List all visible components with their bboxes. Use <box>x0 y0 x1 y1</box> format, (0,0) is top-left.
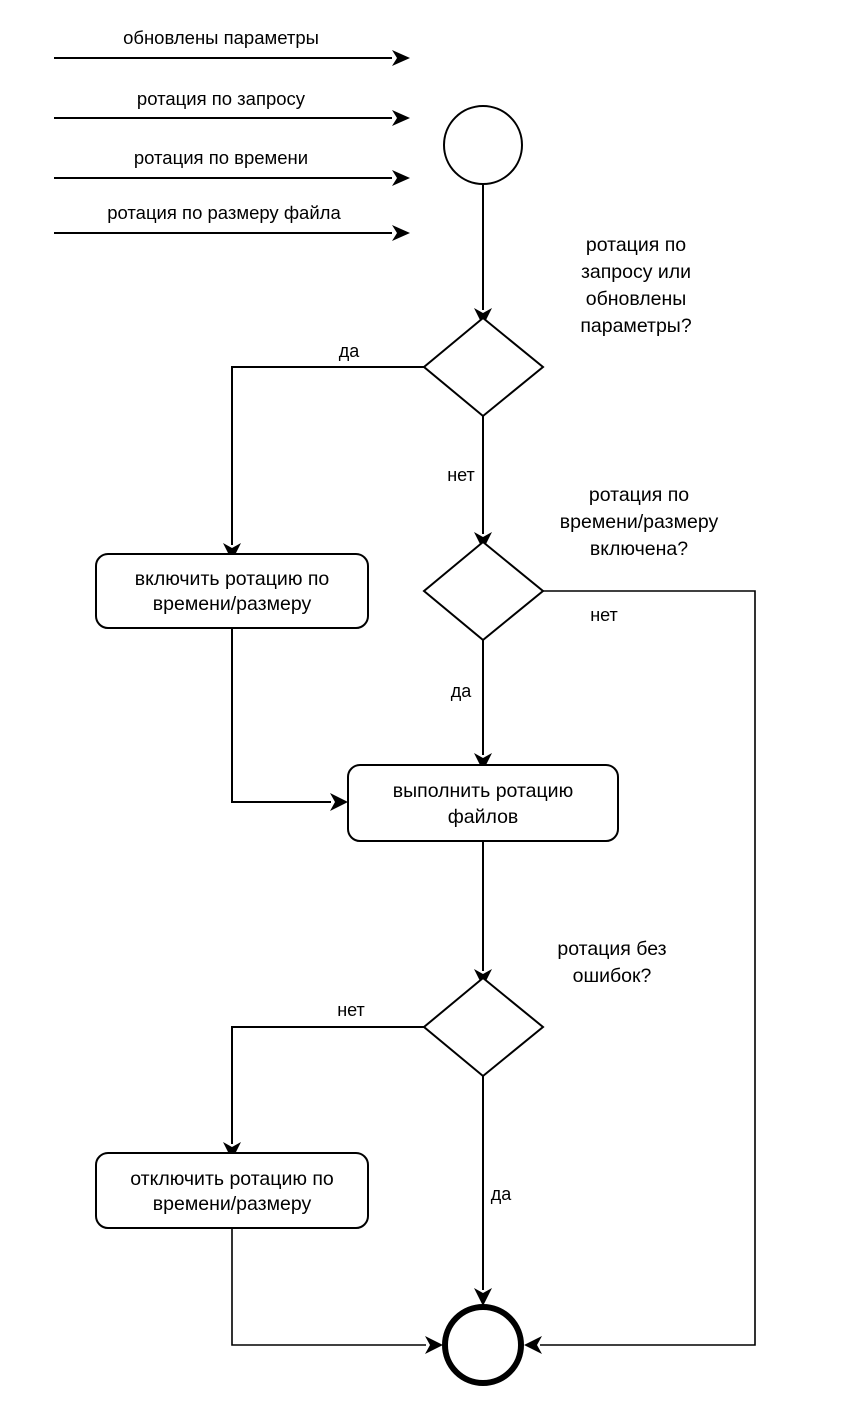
decision-2-question-line-1: ротация по <box>589 484 689 506</box>
edge-decision3-yes-arrowhead <box>474 1288 492 1306</box>
decision-2-question-line-3: включена? <box>590 538 688 560</box>
action-enable-rotation-label-line-2: времени/размеру <box>153 593 312 615</box>
decision-2-yes-label: да <box>451 681 473 701</box>
decision-1-yes-label: да <box>339 341 361 361</box>
decision-2-question-line-2: времени/размеру <box>560 511 719 533</box>
edge-enable-to-rotate-arrowhead <box>330 793 348 811</box>
decision-1-question: ротация по запросу или обновлены парамет… <box>580 234 691 337</box>
decision-1-question-line-4: параметры? <box>580 315 691 337</box>
decision-3-no-label: нет <box>337 1000 365 1020</box>
input-event-1: обновлены параметры <box>54 27 410 66</box>
edge-decision2-no-arrowhead <box>524 1336 542 1354</box>
input-event-3: ротация по времени <box>54 147 410 186</box>
edge-decision1-yes-arrowhead <box>223 543 241 561</box>
decision-1-question-line-3: обновлены <box>586 288 687 310</box>
input-event-3-arrowhead <box>392 170 410 186</box>
input-event-2: ротация по запросу <box>54 88 410 126</box>
input-event-4: ротация по размеру файла <box>54 202 410 241</box>
input-event-1-label: обновлены параметры <box>123 27 319 48</box>
action-rotate-files-label-line-1: выполнить ротацию <box>393 780 573 802</box>
edge-decision2-yes-arrowhead <box>474 753 492 771</box>
action-enable-rotation-node <box>95 553 369 629</box>
action-rotate-files-node <box>347 764 619 842</box>
decision-3-node <box>422 976 545 1078</box>
edge-decision3-no-arrowhead <box>223 1142 241 1160</box>
action-disable-rotation-node <box>95 1152 369 1229</box>
input-event-2-arrowhead <box>392 110 410 126</box>
action-enable-rotation-label-line-1: включить ротацию по <box>135 568 330 590</box>
action-disable-rotation-label-line-2: времени/размеру <box>153 1193 312 1215</box>
input-event-4-label: ротация по размеру файла <box>107 202 341 223</box>
edge-disable-to-end <box>231 1228 426 1346</box>
action-rotate-files-label-line-2: файлов <box>448 806 519 828</box>
decision-3-yes-label: да <box>491 1184 513 1204</box>
decision-2-no-label: нет <box>590 605 618 625</box>
decision-1-question-line-1: ротация по <box>586 234 686 256</box>
input-event-3-label: ротация по времени <box>134 147 308 168</box>
decision-1-question-line-2: запросу или <box>581 261 691 283</box>
edge-disable-to-end-arrowhead <box>425 1336 443 1354</box>
decision-1-no-label: нет <box>447 465 475 485</box>
input-event-1-arrowhead <box>392 50 410 66</box>
input-event-4-arrowhead <box>392 225 410 241</box>
input-event-2-label: ротация по запросу <box>137 88 306 109</box>
edge-decision3-no <box>231 1026 424 1144</box>
action-disable-rotation-label-line-1: отключить ротацию по <box>130 1168 334 1190</box>
decision-1-node <box>422 316 545 418</box>
decision-3-question: ротация без ошибок? <box>557 938 666 987</box>
edge-decision2-no <box>540 590 756 1346</box>
decision-3-question-line-2: ошибок? <box>573 965 652 987</box>
decision-3-question-line-1: ротация без <box>557 938 666 960</box>
decision-2-node <box>422 540 545 642</box>
decision-2-question: ротация по времени/размеру включена? <box>560 484 719 560</box>
edge-enable-to-rotate <box>231 628 331 803</box>
edge-decision1-yes <box>231 366 424 545</box>
start-node <box>443 105 523 185</box>
end-node <box>442 1304 524 1386</box>
